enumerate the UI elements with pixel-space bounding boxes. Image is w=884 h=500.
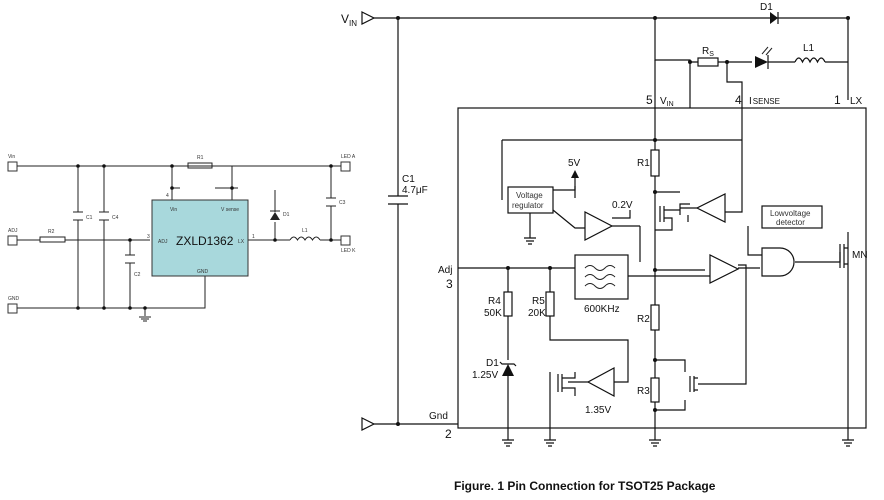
- c1-capacitor: [73, 211, 83, 221]
- r5-value: 20K: [528, 308, 546, 319]
- c1-label: C1: [86, 215, 93, 221]
- c4-label: C4: [112, 215, 119, 221]
- gnd-connector-label: GND: [8, 296, 20, 302]
- r2-label: R2: [48, 229, 55, 235]
- r5-label: R5: [532, 296, 545, 307]
- c4-capacitor: [99, 211, 109, 221]
- vin-connector: [7, 161, 18, 172]
- gnd-pin-num: 2: [445, 427, 452, 441]
- r2-internal-label: R2: [637, 314, 650, 325]
- l1-main-label: L1: [803, 43, 815, 54]
- c2-capacitor: [125, 254, 135, 264]
- pin4-label: ISENSE: [749, 96, 780, 107]
- pin5-num: 5: [646, 93, 653, 107]
- lvd-line1: Lowvoltage: [770, 209, 811, 218]
- gnd-label: Gnd: [429, 411, 448, 422]
- c3-label: C3: [339, 200, 346, 206]
- mn-transistor: [839, 244, 848, 268]
- and-gate: [761, 247, 795, 277]
- gnd-connector: [7, 303, 18, 314]
- r4-label: R4: [488, 296, 501, 307]
- chip-name: ZXLD1362: [176, 234, 234, 248]
- oscillator-block: [574, 254, 629, 300]
- application-circuit: Vin ADJ GND LED A LED K R1 R2 C1 C4: [7, 154, 356, 322]
- d1-diode: [270, 212, 280, 220]
- vin-terminal: [361, 11, 376, 25]
- d1-zener-value: 1.25V: [472, 370, 498, 381]
- main-comparator: [709, 254, 740, 284]
- r5-internal: [545, 291, 555, 317]
- voltage-regulator-line2: regulator: [512, 201, 544, 210]
- led-diode: [755, 56, 768, 68]
- chip-pin-vin: Vin: [170, 207, 177, 213]
- chip-pin-gnd: GND: [197, 269, 209, 275]
- comparator-135v: [586, 366, 615, 398]
- c3-capacitor: [326, 197, 336, 207]
- r2-internal: [650, 304, 660, 331]
- 5v-arrow-icon: [571, 170, 579, 178]
- c1-main-label: C1: [402, 174, 415, 185]
- chip-pin-lx: LX: [238, 239, 245, 245]
- adj-label: Adj: [438, 265, 452, 276]
- comparator-02v: [584, 211, 614, 241]
- d1-zener: [502, 364, 514, 376]
- r4-internal: [503, 291, 513, 317]
- c1-capacitor-main: [388, 195, 408, 205]
- pin4-num: 4: [735, 93, 742, 107]
- d1-zener-label: D1: [486, 358, 499, 369]
- led-a-connector: [340, 161, 351, 172]
- mn-label: MN: [852, 250, 868, 261]
- chip-pin-num-4: 4: [166, 193, 169, 199]
- c2-label: C2: [134, 272, 141, 278]
- zxld1362-chip: [151, 199, 249, 277]
- voltage-regulator-line1: Voltage: [516, 191, 543, 200]
- lvd-line2: detector: [776, 218, 805, 227]
- chip-pin-adj: ADJ: [158, 239, 168, 245]
- gnd-terminal: [361, 417, 376, 431]
- voltage-regulator-block: [507, 186, 554, 214]
- l1-inductor: [289, 236, 321, 241]
- pin1-label: LX: [850, 96, 863, 107]
- d1-schottky: [770, 12, 778, 24]
- led-k-label: LED K: [341, 248, 356, 254]
- r3-internal-label: R3: [637, 386, 650, 397]
- l1-main-inductor: [794, 57, 826, 64]
- adj-connector: [7, 235, 18, 246]
- oscillator-wave-icon: [584, 265, 616, 289]
- r1-label: R1: [197, 155, 204, 161]
- sense-amplifier: [695, 193, 726, 223]
- d1-label: D1: [283, 212, 290, 218]
- ref-02v: 0.2V: [612, 200, 633, 211]
- vin-terminal-label: VIN: [341, 12, 357, 28]
- adj-connector-label: ADJ: [8, 228, 18, 234]
- r1-internal-label: R1: [637, 158, 650, 169]
- r2-resistor: [39, 236, 66, 243]
- l1-label: L1: [302, 228, 308, 234]
- adj-pin-num: 3: [446, 277, 453, 291]
- oscillator-label: 600KHz: [584, 304, 620, 315]
- figure-caption: Figure. 1 Pin Connection for TSOT25 Pack…: [454, 479, 716, 493]
- pin5-label: VIN: [660, 96, 674, 108]
- chip-pin-num-1: 1: [252, 234, 255, 240]
- r4-value: 50K: [484, 308, 502, 319]
- rs-label: RS: [702, 46, 714, 58]
- led-k-connector: [340, 235, 351, 246]
- block-diagram: VIN C1 4.7μF D1 RS L1 5 VIN 4 ISENSE: [341, 2, 868, 447]
- r1-resistor: [187, 162, 213, 169]
- c1-main-value: 4.7μF: [402, 185, 428, 196]
- led-a-label: LED A: [341, 154, 356, 160]
- chip-pin-vsense: V sense: [221, 207, 239, 213]
- low-voltage-detector: [761, 205, 823, 229]
- pin1-num: 1: [834, 93, 841, 107]
- chip-pin-num-3: 3: [147, 234, 150, 240]
- rs-sense-resistor: [697, 57, 719, 67]
- ref-135v: 1.35V: [585, 405, 611, 416]
- r1-internal: [650, 149, 660, 177]
- d1-top-label: D1: [760, 2, 773, 13]
- vin-connector-label: Vin: [8, 154, 15, 160]
- r3-internal: [650, 377, 660, 403]
- five-v-label: 5V: [568, 158, 581, 169]
